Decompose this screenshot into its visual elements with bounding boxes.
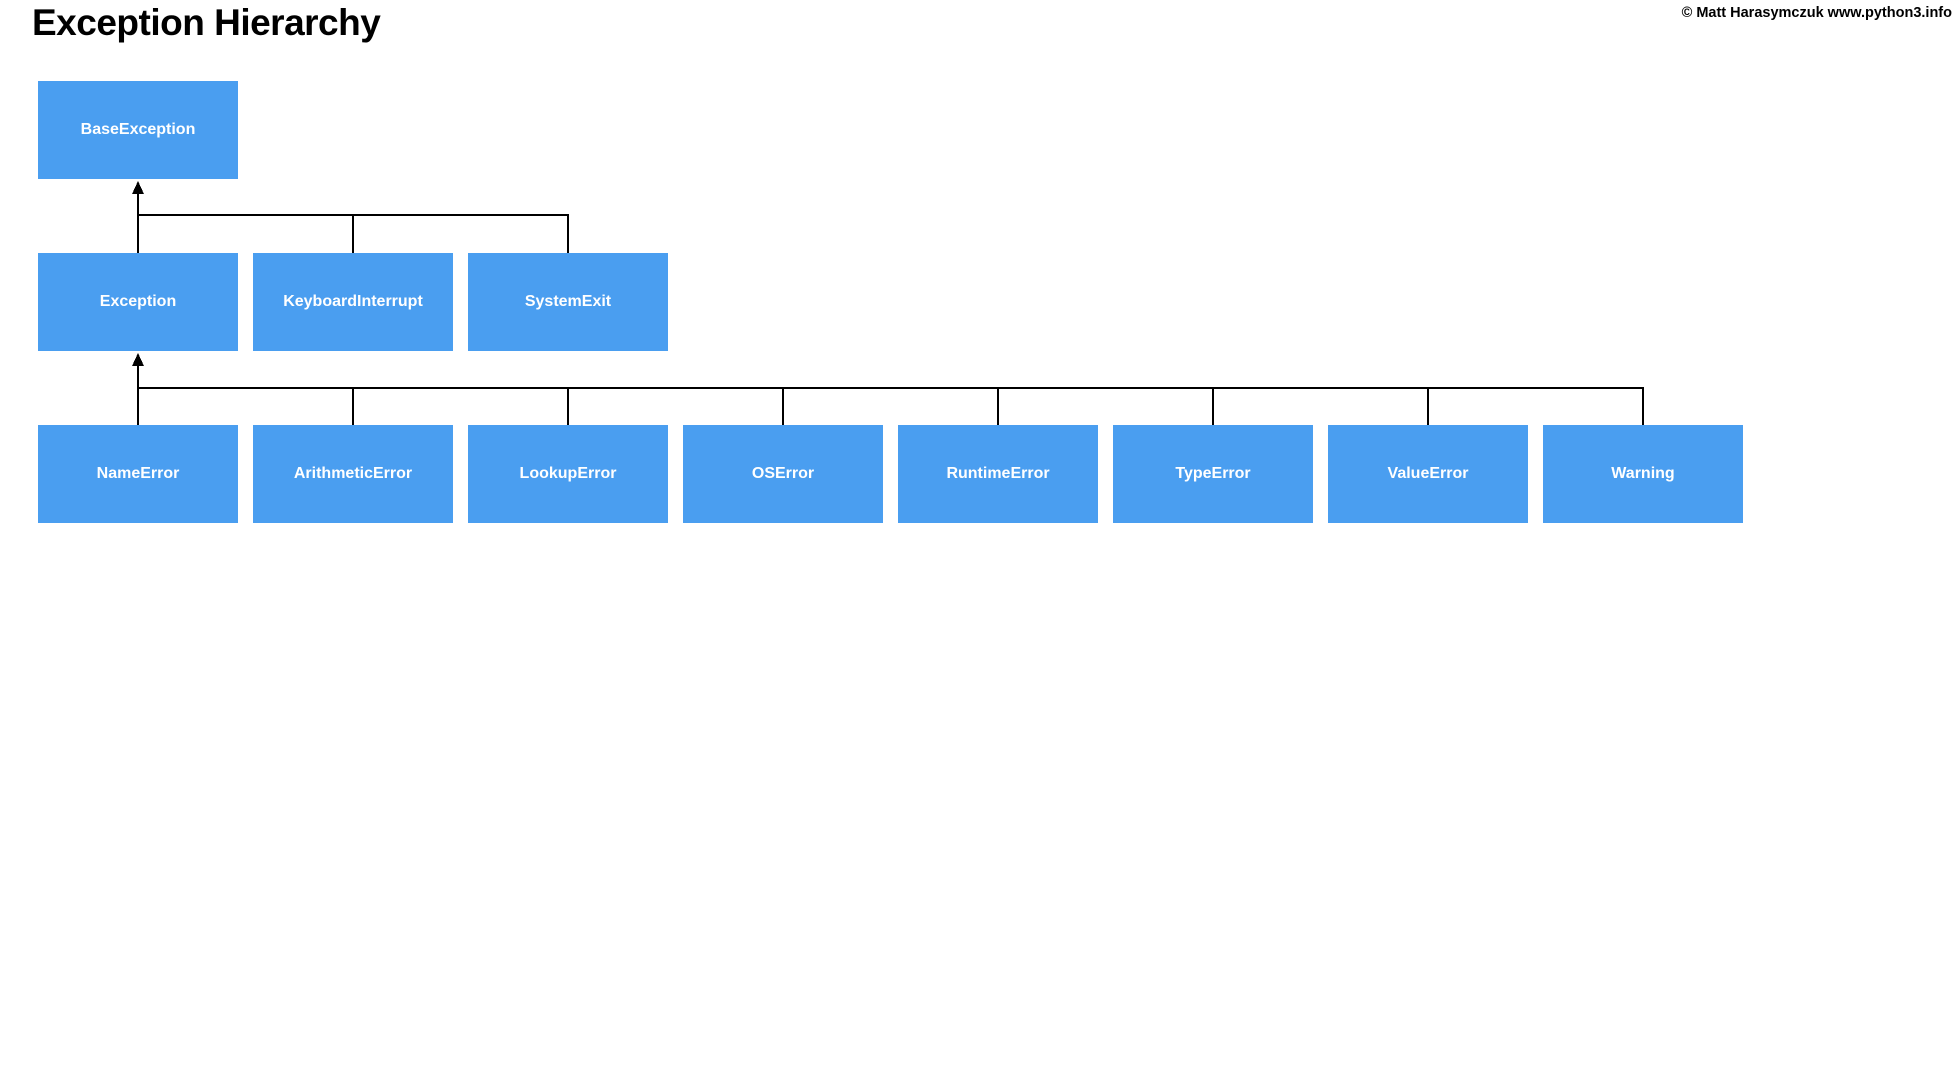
node-runtimeerror: RuntimeError <box>898 425 1098 523</box>
page-title: Exception Hierarchy <box>32 2 381 43</box>
attribution-text: © Matt Harasymczuk www.python3.info <box>1681 5 1952 21</box>
arrowhead-to-base-exception-icon <box>132 181 144 194</box>
node-arithmeticerror: ArithmeticError <box>253 425 453 523</box>
node-oserror: OSError <box>683 425 883 523</box>
node-warning: Warning <box>1543 425 1743 523</box>
node-baseexception: BaseException <box>38 81 238 179</box>
node-systemexit: SystemExit <box>468 253 668 351</box>
arrowhead-to-exception-icon <box>132 353 144 366</box>
node-valueerror: ValueError <box>1328 425 1528 523</box>
node-exception: Exception <box>38 253 238 351</box>
node-lookuperror: LookupError <box>468 425 668 523</box>
node-nameerror: NameError <box>38 425 238 523</box>
node-typeerror: TypeError <box>1113 425 1313 523</box>
node-keyboardinterrupt: KeyboardInterrupt <box>253 253 453 351</box>
